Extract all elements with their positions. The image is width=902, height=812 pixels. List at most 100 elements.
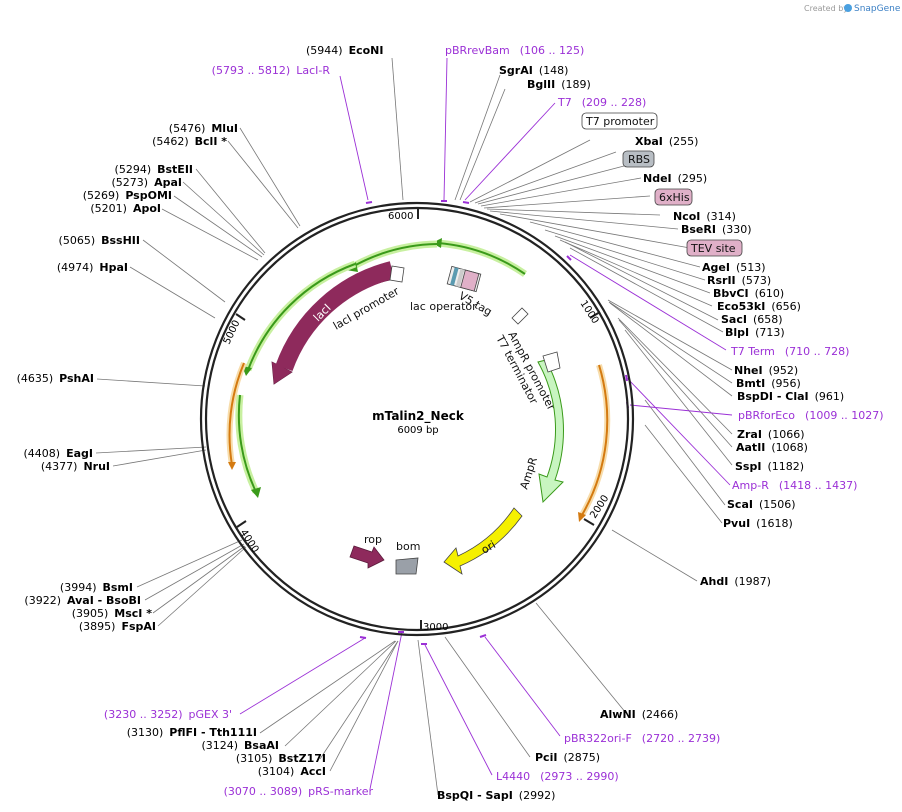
orange-arcs: [226, 361, 611, 522]
site-avai-bsobi[interactable]: AvaI - BsoBI: [67, 594, 141, 607]
site-nhei[interactable]: NheI: [734, 364, 763, 377]
site-msci[interactable]: MscI *: [114, 607, 152, 620]
tev-site-label: TEV site: [690, 242, 736, 255]
primer-t7[interactable]: T7: [557, 96, 572, 109]
site-ndei[interactable]: NdeI: [643, 172, 672, 185]
svg-text:BbvCI(610): BbvCI(610): [713, 287, 784, 300]
primer-leader-lines: [239, 57, 733, 790]
svg-text:(3922)AvaI - BsoBI: (3922)AvaI - BsoBI: [24, 594, 141, 607]
site-econi[interactable]: EcoNI: [349, 44, 384, 57]
left-site-labels: (3104)AccI (3105)BstZ17I (3124)BsaAI (31…: [17, 122, 326, 778]
svg-text:L4440(2973 .. 2990): L4440(2973 .. 2990): [496, 770, 619, 783]
site-pspomi[interactable]: PspOMI: [125, 189, 172, 202]
site-bmti[interactable]: BmtI: [736, 377, 765, 390]
site-sgrai[interactable]: SgrAI: [499, 64, 533, 77]
site-apai[interactable]: ApaI: [154, 176, 182, 189]
svg-text:(5273)ApaI: (5273)ApaI: [112, 176, 182, 189]
site-acci[interactable]: AccI: [300, 765, 326, 778]
svg-text:(3070 .. 3089)pRS-marker: (3070 .. 3089)pRS-marker: [224, 785, 374, 798]
svg-text:T7(209 .. 228): T7(209 .. 228): [557, 96, 646, 109]
site-saci[interactable]: SacI: [721, 313, 747, 326]
svg-text:pBRforEco(1009 .. 1027): pBRforEco(1009 .. 1027): [738, 409, 884, 422]
primer-prs-marker[interactable]: pRS-marker: [308, 785, 373, 798]
promoter-arcs: [235, 238, 527, 498]
site-bsteii[interactable]: BstEII: [157, 163, 193, 176]
site-bsaai[interactable]: BsaAI: [244, 739, 279, 752]
svg-text:(5462)BclI *: (5462)BclI *: [152, 135, 227, 148]
site-eagi[interactable]: EagI: [66, 447, 93, 460]
svg-text:SacI(658): SacI(658): [721, 313, 783, 326]
svg-text:SspI(1182): SspI(1182): [735, 460, 804, 473]
laci-gene-head: [272, 362, 292, 384]
primer-pbrforeco[interactable]: pBRforEco: [738, 409, 795, 422]
svg-text:pBR322ori-F(2720 .. 2739): pBR322ori-F(2720 .. 2739): [564, 732, 720, 745]
primer-t7-term[interactable]: T7 Term: [730, 345, 775, 358]
site-bcli[interactable]: BclI *: [195, 135, 228, 148]
primer-l4440[interactable]: L4440: [496, 770, 530, 783]
site-alwni[interactable]: AlwNI: [600, 708, 636, 721]
svg-text:(4974)HpaI: (4974)HpaI: [57, 261, 128, 274]
sixhis-box: [654, 188, 693, 206]
tev-site-box: [686, 239, 743, 257]
svg-text:BseRI(330): BseRI(330): [681, 223, 752, 236]
primer-pbrrevbam[interactable]: pBRrevBam: [445, 44, 510, 57]
site-aatii[interactable]: AatII: [736, 441, 765, 454]
ampr-promoter-box: [511, 307, 529, 325]
site-zrai[interactable]: ZraI: [737, 428, 762, 441]
svg-text:(5476)MluI: (5476)MluI: [169, 122, 238, 135]
site-bstz17i[interactable]: BstZ17I: [278, 752, 326, 765]
site-bbvci[interactable]: BbvCI: [713, 287, 749, 300]
primer-amp-r[interactable]: Amp-R: [732, 479, 769, 492]
svg-text:XbaI(255): XbaI(255): [635, 135, 698, 148]
site-agei[interactable]: AgeI: [702, 261, 730, 274]
site-econi-label: (5944)EcoNI: [306, 44, 383, 57]
site-bsmi[interactable]: BsmI: [103, 581, 134, 594]
site-pcii[interactable]: PciI: [535, 751, 557, 764]
site-pvui[interactable]: PvuI: [723, 517, 750, 530]
primer-pgex-3[interactable]: pGEX 3': [188, 708, 232, 721]
bom-label: bom: [396, 540, 420, 553]
svg-text:(5201)ApoI: (5201)ApoI: [90, 202, 161, 215]
svg-text:BglII(189): BglII(189): [527, 78, 591, 91]
site-pflfi-tth111i[interactable]: PflFI - Tth111I: [169, 726, 257, 739]
site-mlui[interactable]: MluI: [211, 122, 238, 135]
site-xbai[interactable]: XbaI: [635, 135, 663, 148]
tick-label-6000: 6000: [388, 211, 413, 222]
site-apoi[interactable]: ApoI: [133, 202, 161, 215]
ori-arrow: [443, 507, 523, 575]
site-pshai[interactable]: PshAI: [59, 372, 94, 385]
plasmid-size: 6009 bp: [397, 425, 438, 436]
site-fspai[interactable]: FspAI: [121, 620, 156, 633]
tick-marks: [235, 207, 601, 631]
site-beri[interactable]: BseRI: [681, 223, 716, 236]
plasmid-name: mTalin2_Neck: [372, 409, 465, 424]
right-site-labels: SgrAI(148) BglII(189) XbaI(255) NdeI(295…: [437, 64, 844, 802]
site-blpi[interactable]: BlpI: [725, 326, 749, 339]
site-bspdi-clai[interactable]: BspDI - ClaI: [737, 390, 809, 403]
svg-text:(5065)BssHII: (5065)BssHII: [59, 234, 140, 247]
primer-pbr322ori-f[interactable]: pBR322ori-F: [564, 732, 632, 745]
rbs-box: [622, 150, 655, 168]
svg-text:(3105)BstZ17I: (3105)BstZ17I: [236, 752, 326, 765]
snapgene-logo-icon: [844, 4, 852, 12]
site-sspi[interactable]: SspI: [735, 460, 761, 473]
site-ahdi[interactable]: AhdI: [700, 575, 728, 588]
site-bsshii[interactable]: BssHII: [101, 234, 140, 247]
laci-gene-body: [275, 261, 395, 372]
svg-text:PciI(2875): PciI(2875): [535, 751, 600, 764]
ampr-promoter-start-box: [542, 351, 561, 373]
svg-text:(3994)BsmI: (3994)BsmI: [60, 581, 133, 594]
svg-text:RsrII(573): RsrII(573): [707, 274, 771, 287]
site-hpai[interactable]: HpaI: [99, 261, 128, 274]
site-rsrii[interactable]: RsrII: [707, 274, 736, 287]
site-eco53ki[interactable]: Eco53kI: [717, 300, 765, 313]
site-ncoi[interactable]: NcoI: [673, 210, 700, 223]
site-bglii[interactable]: BglII: [527, 78, 555, 91]
site-scai[interactable]: ScaI: [727, 498, 753, 511]
primer-laci-r[interactable]: LacI-R: [296, 64, 330, 77]
site-bspqi-sapi[interactable]: BspQI - SapI: [437, 789, 513, 802]
svg-text:NcoI(314): NcoI(314): [673, 210, 736, 223]
site-nrui[interactable]: NruI: [83, 460, 110, 473]
site-leader-lines: [95, 57, 733, 796]
